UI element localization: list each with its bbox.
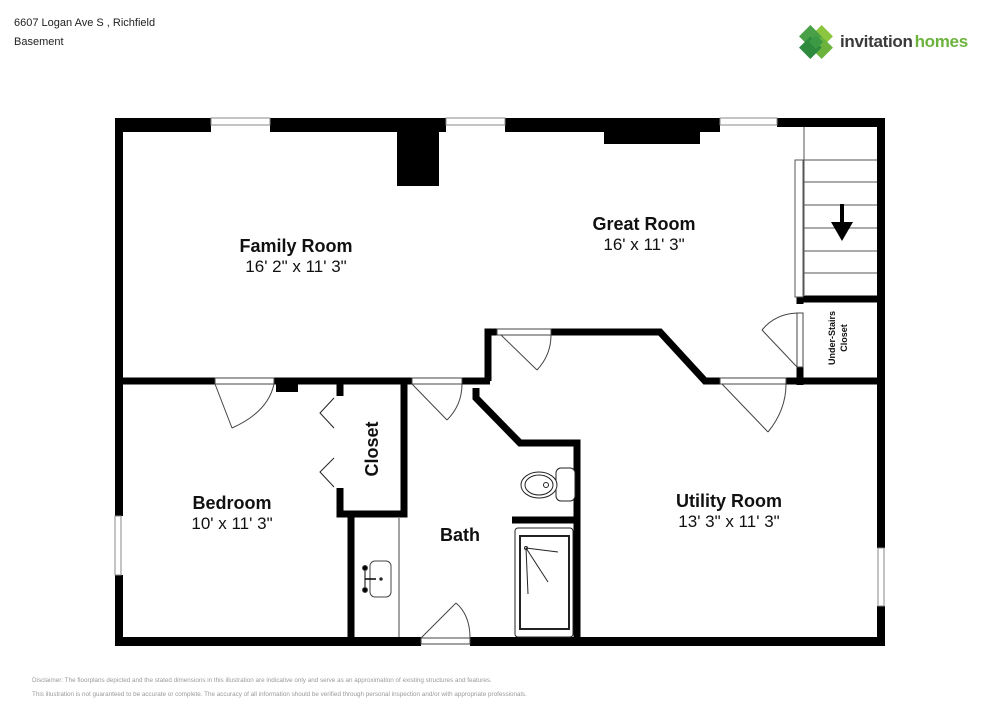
windows	[114, 117, 885, 607]
door-bedroom	[214, 377, 275, 429]
address-text: 6607 Logan Ave S , Richfield	[14, 17, 156, 29]
room-bedroom: Bedroom 10' x 11' 3"	[191, 493, 272, 534]
stairs	[794, 127, 877, 298]
disclaimer: Disclaimer: The floorplans depicted and …	[32, 674, 527, 702]
door-bath-top	[411, 377, 463, 421]
room-name-line2: Closet	[839, 324, 849, 352]
disclaimer-line1: Disclaimer: The floorplans depicted and …	[32, 677, 492, 684]
room-name: Bedroom	[192, 493, 272, 513]
room-name: Family Room	[239, 236, 353, 256]
room-dimensions: 16' x 11' 3"	[603, 235, 685, 254]
room-name: Utility Room	[676, 491, 782, 511]
disclaimer-line2: This illustration is not guaranteed to b…	[32, 691, 527, 698]
shower-icon	[514, 527, 574, 638]
room-name-line1: Under-Stairs	[827, 311, 837, 366]
door-utility	[719, 377, 787, 433]
arrow-down-icon	[831, 204, 853, 241]
room-bath: Bath	[440, 525, 480, 546]
room-name: Bath	[440, 525, 480, 545]
toilet-icon	[520, 467, 576, 502]
doors	[214, 312, 804, 645]
vanity-sink-icon	[362, 518, 400, 637]
interior-walls	[119, 290, 881, 641]
room-under-stairs-closet: Under-Stairs Closet	[826, 299, 852, 377]
closet-bifold-doors	[319, 397, 335, 488]
window	[719, 117, 778, 126]
door-bath-bottom	[420, 602, 471, 645]
room-closet: Closet	[361, 414, 383, 484]
floor-name: Basement	[14, 36, 64, 48]
window	[114, 515, 122, 576]
chimney-block	[397, 130, 439, 186]
room-dimensions: 13' 3" x 11' 3"	[678, 512, 780, 531]
window	[877, 547, 885, 607]
exterior-walls	[115, 118, 885, 646]
room-dimensions: 10' x 11' 3"	[191, 514, 273, 533]
brand-name-part1: invitation	[840, 32, 913, 51]
window	[210, 117, 271, 126]
column-block	[276, 381, 298, 392]
room-name: Great Room	[592, 214, 696, 234]
room-utility-room: Utility Room 13' 3" x 11' 3"	[676, 491, 782, 532]
plan-header: 6607 Logan Ave S , Richfield Basement	[14, 14, 155, 52]
brand-name-part2: homes	[914, 32, 969, 51]
room-dimensions: 16' 2" x 11' 3"	[245, 257, 347, 276]
room-family-room: Family Room 16' 2" x 11' 3"	[239, 236, 352, 277]
clover-diamond-icon	[799, 25, 833, 59]
room-great-room: Great Room 16' x 11' 3"	[592, 214, 695, 255]
door-under-stairs	[761, 312, 804, 368]
beam-block	[604, 130, 700, 144]
room-name: Closet	[362, 421, 382, 477]
door-great-room	[496, 328, 552, 371]
window	[445, 117, 506, 126]
